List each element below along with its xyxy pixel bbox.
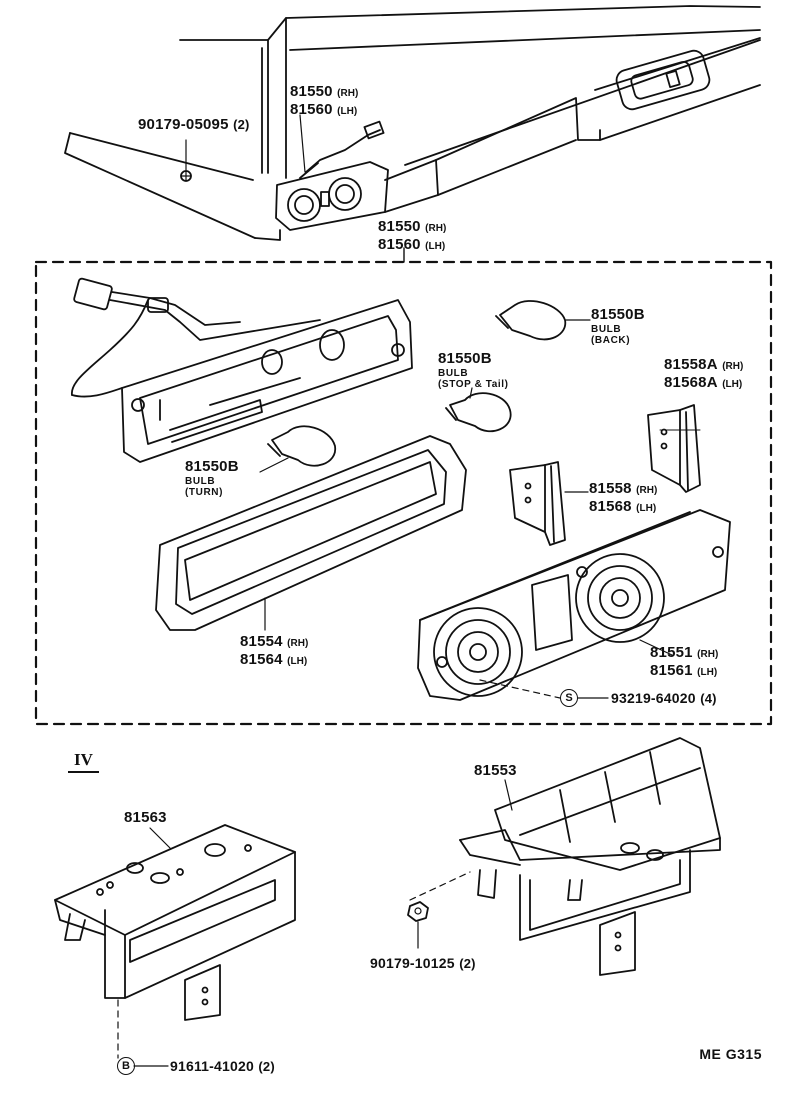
callout-bracket-left: 81563 xyxy=(124,809,167,826)
callout-reflector-a: 81558A (RH) 81568A (LH) xyxy=(664,356,744,391)
callout-lamp-top: 81550 (RH) 81560 (LH) xyxy=(290,83,359,118)
section-label: IV xyxy=(68,750,99,773)
gasket-illustration xyxy=(155,435,467,631)
reflector-a-illustration xyxy=(647,404,701,493)
diagram-code: ME G315 xyxy=(699,1046,762,1062)
screw-symbol: S xyxy=(560,689,578,707)
callout-reflector: 81558 (RH) 81568 (LH) xyxy=(589,480,658,515)
bulb-stop-illustration xyxy=(445,387,512,433)
callout-bulb-turn: 81550B BULB (TURN) xyxy=(185,458,239,498)
bolt-symbol: B xyxy=(117,1057,135,1075)
callout-nut: 90179-10125 (2) xyxy=(370,955,476,971)
callout-bracket-right: 81553 xyxy=(474,762,517,779)
callout-screw: 93219-64020 (4) xyxy=(611,690,717,706)
bulb-turn-illustration xyxy=(259,425,336,473)
vehicle-rear-illustration xyxy=(64,5,761,241)
callout-bulb-stop: 81550B BULB (STOP & Tail) xyxy=(438,350,509,390)
assembly-boundary xyxy=(34,260,773,726)
callout-bulb-back: 81550B BULB (BACK) xyxy=(591,306,645,346)
callout-gasket: 81554 (RH) 81564 (LH) xyxy=(240,633,309,668)
nut-illustration xyxy=(407,901,429,949)
callout-bolt: 91611-41020 (2) xyxy=(170,1058,275,1074)
bracket-right-illustration xyxy=(409,737,721,976)
callout-lens: 81551 (RH) 81561 (LH) xyxy=(650,644,719,679)
bulb-back-illustration xyxy=(495,300,591,341)
reflector-illustration xyxy=(509,461,589,546)
callout-clip-top: 90179-05095 (2) xyxy=(138,116,250,133)
callout-lamp-assembly: 81550 (RH) 81560 (LH) xyxy=(378,218,447,253)
bracket-left-illustration xyxy=(54,824,296,1059)
lamp-housing-illustration xyxy=(71,277,413,463)
lens-illustration xyxy=(417,509,731,701)
